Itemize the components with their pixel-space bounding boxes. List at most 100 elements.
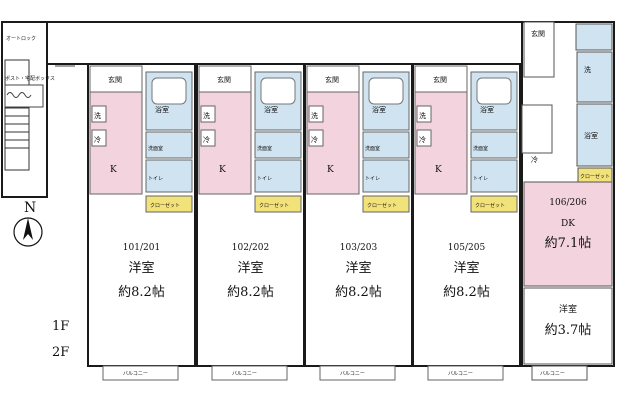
- toilet-label: トイレ: [365, 176, 380, 182]
- genkan-area: [198, 65, 252, 93]
- unit-106-balcony-label: バルコニー: [540, 371, 565, 377]
- kitchen-label: K: [110, 165, 117, 175]
- rei-label: 冷: [311, 135, 318, 144]
- room-size: 約8.2帖: [443, 285, 490, 300]
- unit-106-dk: [523, 181, 613, 287]
- bathtub: [476, 77, 512, 105]
- washroom-area: [362, 131, 410, 159]
- genkan-area: [306, 65, 360, 93]
- room-size: 約8.2帖: [227, 285, 274, 300]
- kitchen-label: K: [219, 165, 226, 175]
- genkan-label: 玄関: [433, 75, 447, 84]
- unit-106-room-type: 洋室: [559, 303, 577, 315]
- balcony-area: [211, 365, 288, 381]
- room-type: 洋室: [237, 260, 263, 276]
- washroom-label: 洗面室: [148, 145, 163, 152]
- unit-106-genkan-label: 玄関: [531, 29, 545, 38]
- unit-number: 103/203: [340, 243, 378, 253]
- balcony-label: バルコニー: [123, 371, 148, 377]
- closet-label: クローゼット: [367, 202, 397, 209]
- toilet-area: [470, 159, 518, 193]
- sen-label: 洗: [203, 111, 210, 120]
- sen-label: 洗: [94, 111, 101, 120]
- room-type: 洋室: [128, 260, 154, 276]
- north-label: N: [24, 200, 36, 216]
- rei-label: 冷: [94, 135, 101, 144]
- kitchen-label: K: [435, 165, 442, 175]
- bath-label: 浴室: [155, 105, 169, 114]
- floor-1-label: 1F: [52, 319, 69, 334]
- unit-106-washroom: [576, 51, 613, 103]
- unit-106-counter: [521, 104, 553, 154]
- toilet-area: [254, 159, 302, 193]
- room-size: 約8.2帖: [335, 285, 382, 300]
- closet-label: クローゼット: [259, 202, 289, 209]
- closet-area: [145, 195, 193, 213]
- unit-106-toilet: [575, 23, 613, 51]
- postbox-area: [4, 84, 44, 108]
- toilet-area: [145, 159, 193, 193]
- unit-106-number: 106/206: [549, 198, 587, 208]
- washer-space: [200, 105, 216, 123]
- balcony-area: [319, 365, 396, 381]
- unit-106-room-size: 約3.7帖: [545, 323, 592, 338]
- washer-space: [308, 105, 324, 123]
- balcony-label: バルコニー: [232, 371, 257, 377]
- unit-106: 玄関 洗 浴室 冷 クローゼット 106/206 DK 約7.1帖 洋室 約3.…: [521, 21, 615, 381]
- unit-106-balcony: [531, 365, 588, 381]
- fridge-space: [416, 129, 432, 147]
- postbox-label: ポスト・宅配ボックス: [5, 75, 55, 82]
- rei-label: 冷: [419, 135, 426, 144]
- sen-label: 洗: [419, 111, 426, 120]
- room-type: 洋室: [345, 260, 371, 276]
- genkan-label: 玄関: [108, 75, 122, 84]
- genkan-area: [89, 65, 143, 93]
- unit-number: 101/201: [123, 243, 160, 253]
- closet-area: [470, 195, 518, 213]
- washroom-label: 洗面室: [257, 145, 272, 152]
- north-compass: N: [13, 200, 43, 247]
- closet-label: クローゼット: [150, 202, 180, 209]
- autolock-label: オートロック: [6, 36, 36, 42]
- washer-space: [91, 105, 107, 123]
- unit-number: 105/205: [448, 243, 486, 253]
- balcony-label: バルコニー: [448, 371, 473, 377]
- unit-106-bath-label: 浴室: [584, 131, 598, 140]
- floor-2-label: 2F: [52, 345, 69, 360]
- kitchen-label: K: [327, 165, 334, 175]
- washroom-area: [254, 131, 302, 159]
- bath-label: 浴室: [480, 105, 494, 114]
- unit-106-dk-size: 約7.1帖: [545, 236, 592, 251]
- sen-label: 洗: [311, 111, 318, 120]
- washroom-label: 洗面室: [365, 145, 380, 152]
- balcony-label: バルコニー: [340, 371, 365, 377]
- rei-label: 冷: [203, 135, 210, 144]
- corridor: [1, 21, 523, 65]
- toilet-label: トイレ: [473, 176, 488, 182]
- bath-label: 浴室: [264, 105, 278, 114]
- room-size: 約8.2帖: [118, 285, 165, 300]
- fridge-space: [308, 129, 324, 147]
- stair-hall: [1, 21, 48, 198]
- bathtub: [151, 77, 187, 105]
- toilet-area: [362, 159, 410, 193]
- unit-number: 102/202: [232, 243, 269, 253]
- unit-106-sen-label: 洗: [584, 65, 591, 74]
- closet-area: [254, 195, 302, 213]
- washroom-area: [470, 131, 518, 159]
- units-group: 玄関洗冷K浴室洗面室トイレクローゼット101/201洋室約8.2帖バルコニー玄関…: [87, 63, 521, 381]
- toilet-label: トイレ: [148, 176, 163, 182]
- washer-space: [416, 105, 432, 123]
- room-type: 洋室: [453, 260, 479, 276]
- unit-106-dk-label: DK: [561, 219, 575, 229]
- genkan-label: 玄関: [325, 75, 339, 84]
- balcony-area: [102, 365, 179, 381]
- toilet-label: トイレ: [257, 176, 272, 182]
- balcony-area: [427, 365, 504, 381]
- fridge-space: [91, 129, 107, 147]
